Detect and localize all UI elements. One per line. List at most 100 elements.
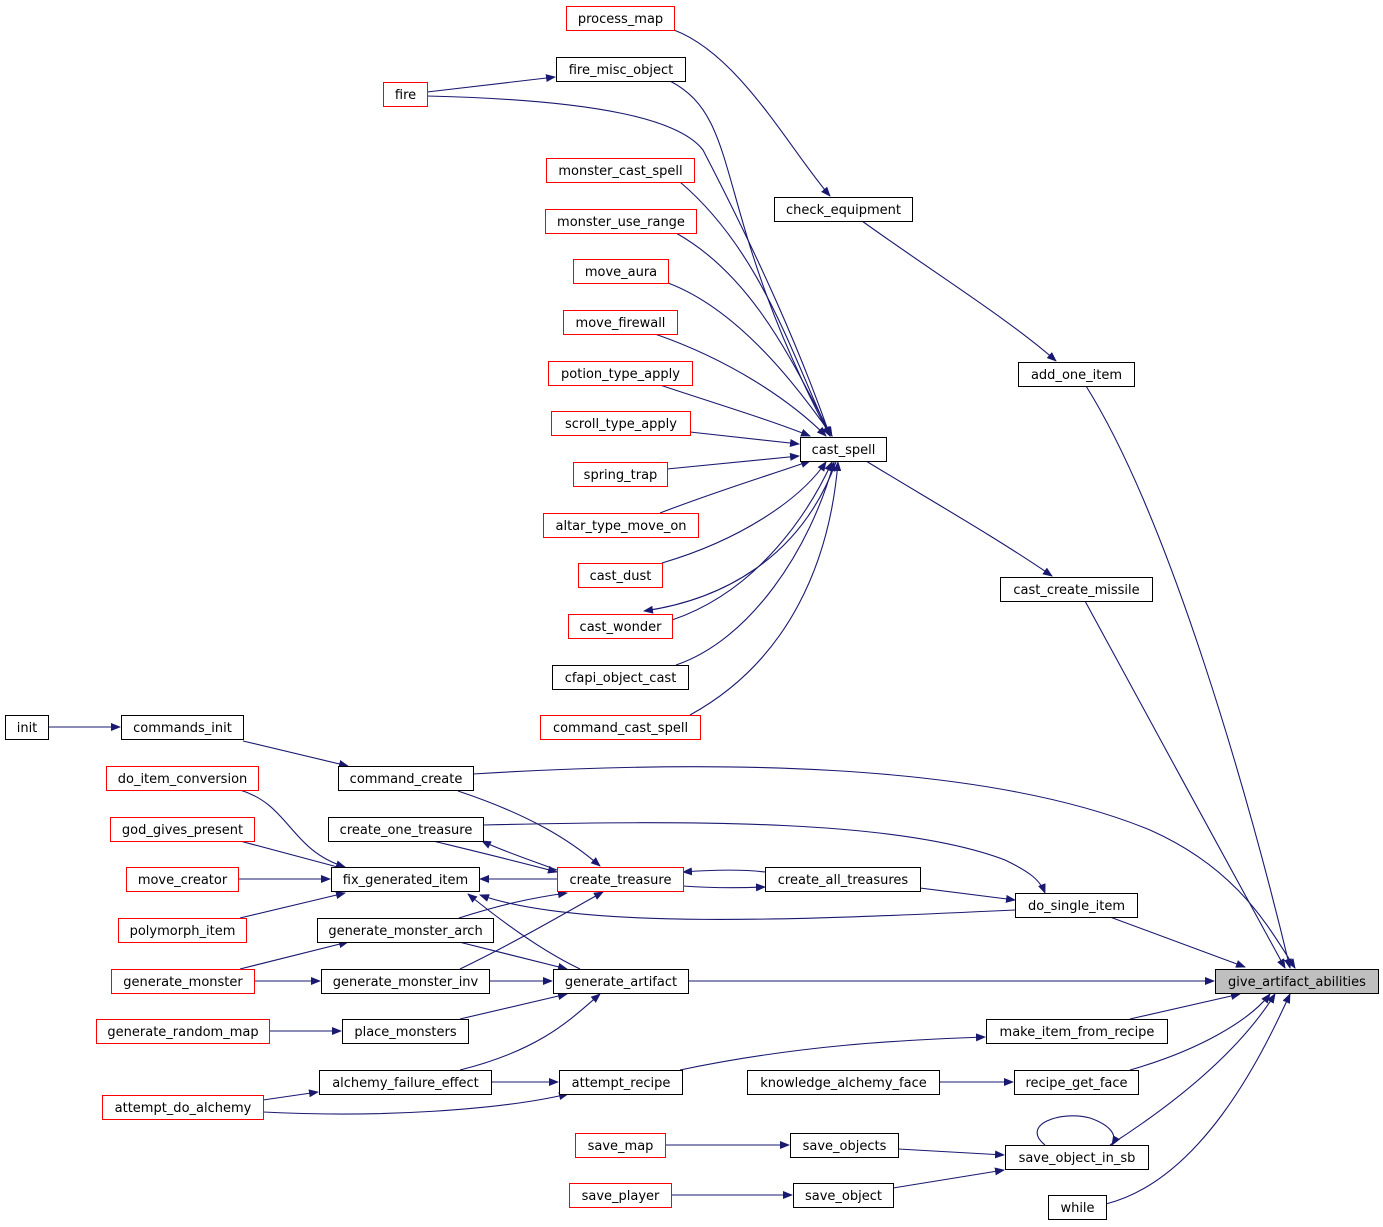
node-box [126, 867, 239, 892]
edge-cfapi-object-cast-to-cast-spell [675, 461, 836, 666]
node-save-object[interactable]: save_object [793, 1183, 894, 1208]
node-alchemy-failure-effect[interactable]: alchemy_failure_effect [319, 1070, 492, 1095]
edge-save-object-to-save-object-in-sb [892, 1167, 1005, 1189]
node-box [545, 209, 697, 234]
node-knowledge-alchemy-face[interactable]: knowledge_alchemy_face [747, 1070, 940, 1095]
node-cast-wonder[interactable]: cast_wonder [568, 614, 673, 639]
node-init[interactable]: init [5, 715, 49, 740]
node-generate-artifact[interactable]: generate_artifact [553, 969, 689, 994]
node-command-cast-spell[interactable]: command_cast_spell [540, 715, 701, 740]
node-create-one-treasure[interactable]: create_one_treasure [328, 817, 484, 842]
node-label: command_create [350, 772, 463, 787]
node-move-aura[interactable]: move_aura [573, 259, 669, 284]
node-box [321, 969, 490, 994]
node-process-map[interactable]: process_map [566, 6, 675, 31]
node-label: cast_spell [812, 443, 876, 458]
node-give-artifact-abilities[interactable]: give_artifact_abilities [1215, 969, 1379, 994]
node-label: cfapi_object_cast [565, 671, 677, 686]
edge-generate-artifact-to-fix-generated-item [467, 893, 581, 970]
node-recipe-get-face[interactable]: recipe_get_face [1014, 1070, 1139, 1095]
node-box [566, 6, 675, 31]
node-place-monsters[interactable]: place_monsters [342, 1019, 469, 1044]
node-save-map[interactable]: save_map [575, 1133, 666, 1158]
node-command-create[interactable]: command_create [338, 766, 474, 791]
node-box [569, 1183, 672, 1208]
node-box [118, 918, 247, 943]
node-cast-create-missile[interactable]: cast_create_missile [1000, 577, 1153, 602]
node-label: generate_monster_arch [328, 924, 482, 939]
edge-check-equipment-to-add-one-item [861, 220, 1057, 362]
node-cfapi-object-cast[interactable]: cfapi_object_cast [552, 665, 689, 690]
node-box [573, 259, 669, 284]
node-save-objects[interactable]: save_objects [790, 1133, 899, 1158]
node-monster-use-range[interactable]: monster_use_range [545, 209, 697, 234]
node-box [110, 817, 255, 842]
edge-monster-use-range-to-cast-spell [675, 232, 833, 437]
node-generate-monster-arch[interactable]: generate_monster_arch [317, 918, 494, 943]
node-box [383, 82, 428, 107]
node-attempt-recipe[interactable]: attempt_recipe [559, 1070, 683, 1095]
node-box [557, 867, 684, 892]
node-attempt-do-alchemy[interactable]: attempt_do_alchemy [102, 1095, 264, 1120]
node-cast-dust[interactable]: cast_dust [578, 563, 663, 588]
node-while[interactable]: while [1048, 1195, 1107, 1220]
node-altar-type-move-on[interactable]: altar_type_move_on [543, 513, 699, 538]
edge-generate-monster-arch-to-generate-artifact [458, 941, 568, 971]
node-cast-spell[interactable]: cast_spell [800, 437, 887, 462]
node-add-one-item[interactable]: add_one_item [1018, 362, 1135, 387]
edge-fire-misc-object-to-cast-spell [669, 80, 831, 437]
node-move-firewall[interactable]: move_firewall [563, 310, 678, 335]
node-make-item-from-recipe[interactable]: make_item_from_recipe [986, 1019, 1168, 1044]
node-save-object-in-sb[interactable]: save_object_in_sb [1005, 1145, 1149, 1170]
node-fire-misc-object[interactable]: fire_misc_object [556, 57, 686, 82]
edge-do-single-item-to-fix-generated-item [479, 894, 1016, 920]
node-box [568, 614, 673, 639]
node-box [573, 462, 668, 487]
node-box [553, 969, 689, 994]
node-generate-monster[interactable]: generate_monster [111, 969, 255, 994]
edge-process-map-to-check-equipment [673, 29, 831, 197]
node-create-treasure[interactable]: create_treasure [557, 867, 684, 892]
node-move-creator[interactable]: move_creator [126, 867, 239, 892]
edge-cast-wonder-to-cast-spell [671, 461, 833, 621]
edge-save-object-in-sb-to-give-artifact-abilities [1109, 993, 1276, 1146]
edge-place-monsters-to-generate-artifact [459, 992, 568, 1020]
node-potion-type-apply[interactable]: potion_type_apply [548, 361, 693, 386]
node-box [331, 867, 480, 892]
node-generate-monster-inv[interactable]: generate_monster_inv [321, 969, 490, 994]
node-do-single-item[interactable]: do_single_item [1015, 893, 1138, 918]
node-box [96, 1019, 270, 1044]
node-label: polymorph_item [130, 924, 236, 939]
node-fire[interactable]: fire [383, 82, 428, 107]
node-label: god_gives_present [122, 823, 243, 838]
node-god-gives-present[interactable]: god_gives_present [110, 817, 255, 842]
node-box [1215, 969, 1379, 994]
node-box [747, 1070, 940, 1095]
edge-command-cast-spell-to-cast-spell [689, 461, 842, 716]
node-label: init [17, 721, 38, 736]
node-monster-cast-spell[interactable]: monster_cast_spell [546, 158, 695, 183]
node-label: command_cast_spell [553, 721, 688, 736]
node-box [338, 766, 474, 791]
edge-fire-to-fire-misc-object [426, 74, 556, 93]
node-label: save_player [582, 1189, 660, 1204]
node-box [5, 715, 49, 740]
edge-spring-trap-to-cast-spell [666, 452, 800, 470]
node-box [556, 57, 686, 82]
node-label: save_map [588, 1139, 654, 1154]
node-scroll-type-apply[interactable]: scroll_type_apply [551, 411, 691, 436]
node-fix-generated-item[interactable]: fix_generated_item [331, 867, 480, 892]
node-save-player[interactable]: save_player [569, 1183, 672, 1208]
node-label: altar_type_move_on [555, 519, 686, 534]
node-check-equipment[interactable]: check_equipment [774, 197, 913, 222]
node-create-all-treasures[interactable]: create_all_treasures [765, 867, 921, 892]
edge-cast-dust-to-cast-spell [661, 461, 827, 564]
node-spring-trap[interactable]: spring_trap [573, 462, 668, 487]
node-generate-random-map[interactable]: generate_random_map [96, 1019, 270, 1044]
node-polymorph-item[interactable]: polymorph_item [118, 918, 247, 943]
node-do-item-conversion[interactable]: do_item_conversion [106, 766, 259, 791]
edge-generate-monster-inv-to-create-treasure [459, 891, 604, 970]
node-commands-init[interactable]: commands_init [121, 715, 244, 740]
node-box [1018, 362, 1135, 387]
